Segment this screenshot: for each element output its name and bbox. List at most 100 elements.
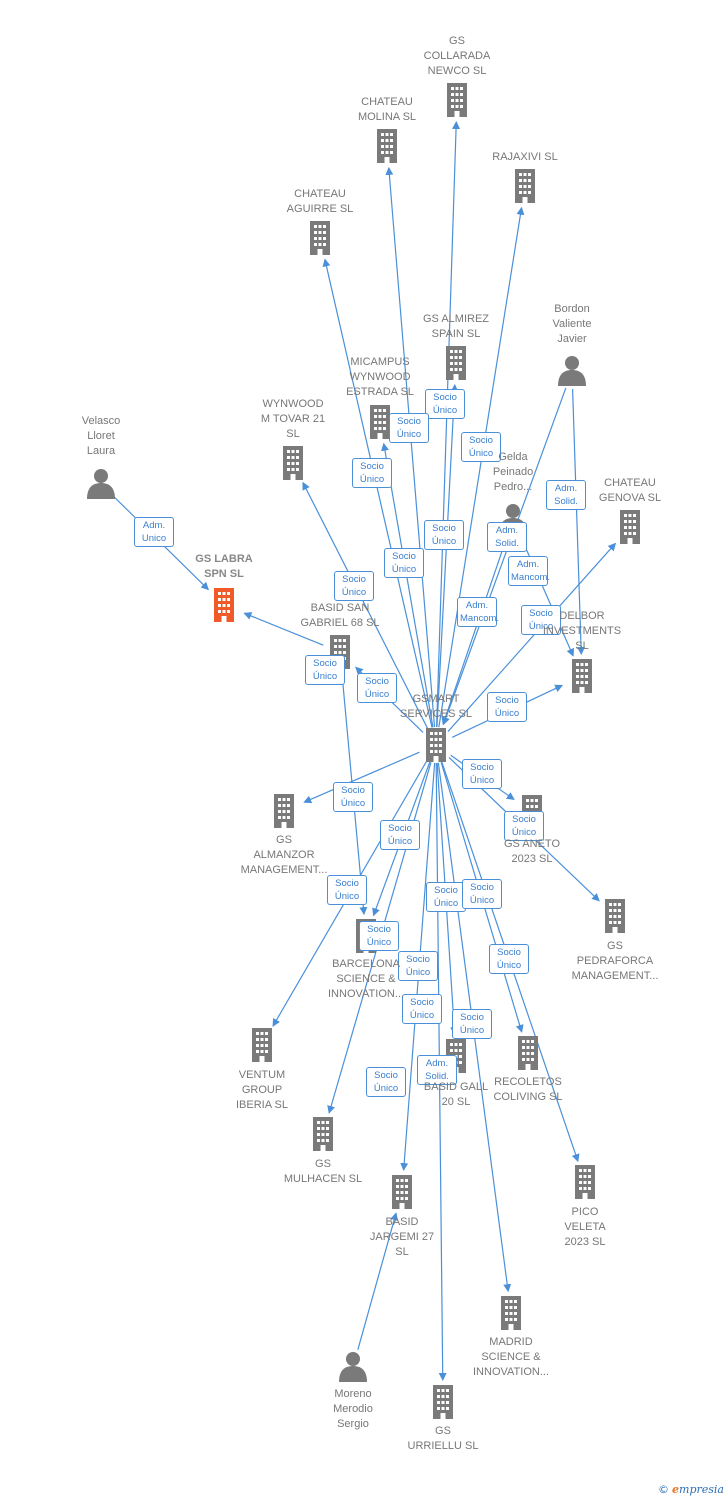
relation-badge[interactable]: Socio Único (402, 994, 442, 1024)
relation-badge[interactable]: Socio Único (489, 944, 529, 974)
edge-gsmart-to-wynwood (302, 481, 429, 730)
building-icon-chateaugenova[interactable] (620, 510, 640, 544)
building-icon-collarada[interactable] (447, 83, 467, 117)
relation-badge[interactable]: Adm. Mancom. (508, 556, 550, 586)
relation-badge[interactable]: Adm. Unico (134, 517, 174, 547)
node-label-gelda[interactable]: Gelda Peinado Pedro... (492, 451, 534, 493)
relation-badge[interactable]: Socio Único (425, 389, 465, 419)
relation-badge[interactable]: Socio Único (380, 820, 420, 850)
relation-badge[interactable]: Socio Único (426, 882, 466, 912)
relation-badge[interactable]: Adm. Mancom. (457, 597, 499, 627)
building-icon-aguirre[interactable] (310, 221, 330, 255)
relation-badge[interactable]: Adm. Solid. (417, 1055, 457, 1085)
building-icon-delbor[interactable] (572, 659, 592, 693)
relation-badge[interactable]: Socio Único (352, 458, 392, 488)
building-icon-rajaxivi[interactable] (515, 169, 535, 203)
relation-badge[interactable]: Socio Único (521, 605, 561, 635)
node-label-basidgall[interactable]: BASID GALL 20 SL (423, 1081, 489, 1108)
node-label-pico[interactable]: PICO VELETA 2023 SL (564, 1206, 606, 1248)
building-icon-jargemi[interactable] (392, 1175, 412, 1209)
building-icon-almanzor[interactable] (274, 794, 294, 828)
edge-gsmart-to-almanzor (303, 751, 420, 804)
node-label-pedraforca[interactable]: GS PEDRAFORCA MANAGEMENT... (571, 940, 659, 982)
node-label-barcelona[interactable]: BARCELONA SCIENCE & INNOVATION... (328, 958, 404, 1000)
relation-badge[interactable]: Socio Único (389, 413, 429, 443)
building-icon-madrid[interactable] (501, 1296, 521, 1330)
relation-badge[interactable]: Socio Único (334, 571, 374, 601)
node-label-molina[interactable]: CHATEAU MOLINA SL (357, 96, 417, 123)
edge-gsmart-to-chateaugenova (447, 542, 617, 732)
relation-badge[interactable]: Socio Único (327, 875, 367, 905)
building-icon-pedraforca[interactable] (605, 899, 625, 933)
building-icon-almirez[interactable] (446, 346, 466, 380)
node-label-recoletos[interactable]: RECOLETOS COLIVING SL (493, 1076, 563, 1103)
brand-initial: e (672, 1483, 680, 1496)
relation-badge[interactable]: Socio Único (359, 921, 399, 951)
node-label-rajaxivi[interactable]: RAJAXIVI SL (492, 151, 558, 163)
node-label-gslabra[interactable]: GS LABRA SPN SL (195, 553, 253, 580)
building-icon-gsmart[interactable] (426, 728, 446, 762)
node-label-velasco[interactable]: Velasco Lloret Laura (81, 415, 121, 457)
person-icon-moreno[interactable] (339, 1352, 367, 1382)
node-label-basidsan[interactable]: BASID SAN GABRIEL 68 SL (300, 602, 380, 629)
edge-gsmart-to-almirez (436, 383, 459, 728)
building-icon-micampus[interactable] (370, 405, 390, 439)
edge-gsmart-to-aguirre (322, 258, 433, 728)
node-label-jargemi[interactable]: BASID JARGEMI 27 SL (369, 1216, 435, 1258)
node-label-ventum[interactable]: VENTUM GROUP IBERIA SL (236, 1069, 288, 1111)
node-label-madrid[interactable]: MADRID SCIENCE & INNOVATION... (473, 1336, 549, 1378)
edge-bordon-to-gsmart (442, 387, 567, 726)
edge-gelda-to-gsmart (441, 535, 508, 726)
building-icon-urriellu[interactable] (433, 1385, 453, 1419)
relation-badge[interactable]: Socio Único (305, 655, 345, 685)
edge-gsmart-to-micampus (381, 442, 434, 728)
relation-badge[interactable]: Socio Único (504, 811, 544, 841)
edge-gsmart-to-rajaxivi (438, 206, 525, 728)
edge-bordon-to-delbor (571, 388, 586, 656)
building-icon-mulhacen[interactable] (313, 1117, 333, 1151)
edge-gsmart-to-molina (385, 166, 436, 728)
node-label-almirez[interactable]: GS ALMIREZ SPAIN SL (422, 313, 490, 340)
relation-badge[interactable]: Socio Único (398, 951, 438, 981)
node-label-aneto[interactable]: GS ANETO 2023 SL (503, 838, 561, 865)
edge-gelda-to-delbor (519, 535, 574, 657)
relation-badge[interactable]: Socio Único (384, 548, 424, 578)
relation-badge[interactable]: Socio Único (462, 759, 502, 789)
relation-badge[interactable]: Socio Único (357, 673, 397, 703)
node-label-chateaugenova[interactable]: CHATEAU GENOVA SL (598, 477, 662, 504)
node-label-mulhacen[interactable]: GS MULHACEN SL (283, 1158, 363, 1185)
relation-badge[interactable]: Socio Único (462, 879, 502, 909)
building-icon-ventum[interactable] (252, 1028, 272, 1062)
edge-moreno-to-jargemi (357, 1212, 399, 1350)
node-label-aguirre[interactable]: CHATEAU AGUIRRE SL (286, 188, 354, 215)
relation-badge[interactable]: Socio Único (452, 1009, 492, 1039)
node-label-bordon[interactable]: Bordon Valiente Javier (552, 303, 592, 345)
person-icon-bordon[interactable] (558, 356, 586, 386)
relation-badge[interactable]: Adm. Solid. (546, 480, 586, 510)
copyright-notice[interactable]: ©empresia (658, 1483, 724, 1496)
relation-badge[interactable]: Socio Único (461, 432, 501, 462)
relation-badge[interactable]: Socio Único (424, 520, 464, 550)
node-label-urriellu[interactable]: GS URRIELLU SL (407, 1425, 479, 1452)
node-label-wynwood[interactable]: WYNWOOD M TOVAR 21 SL (260, 398, 326, 440)
building-icon-gslabra[interactable] (214, 588, 234, 622)
node-label-gsmart[interactable]: GSMART SERVICES SL (400, 693, 472, 720)
copyright-symbol: © (658, 1483, 670, 1496)
relation-badge[interactable]: Socio Único (487, 692, 527, 722)
node-label-moreno[interactable]: Moreno Merodio Sergio (333, 1388, 373, 1430)
building-icon-wynwood[interactable] (283, 446, 303, 480)
building-icon-pico[interactable] (575, 1165, 595, 1199)
node-label-almanzor[interactable]: GS ALMANZOR MANAGEMENT... (240, 834, 328, 876)
brand-name: mpresia (679, 1483, 724, 1496)
relation-badge[interactable]: Socio Único (366, 1067, 406, 1097)
node-label-delbor[interactable]: DELBOR INVESTMENTS SL (542, 610, 622, 652)
relation-badge[interactable]: Socio Único (333, 782, 373, 812)
edge-gsmart-to-collarada (435, 120, 461, 728)
building-icon-recoletos[interactable] (518, 1036, 538, 1070)
node-label-micampus[interactable]: MICAMPUS WYNWOOD ESTRADA SL (346, 356, 414, 398)
building-icon-molina[interactable] (377, 129, 397, 163)
relation-badge[interactable]: Adm. Solid. (487, 522, 527, 552)
node-label-collarada[interactable]: GS COLLARADA NEWCO SL (423, 35, 491, 77)
person-icon-velasco[interactable] (87, 469, 115, 499)
